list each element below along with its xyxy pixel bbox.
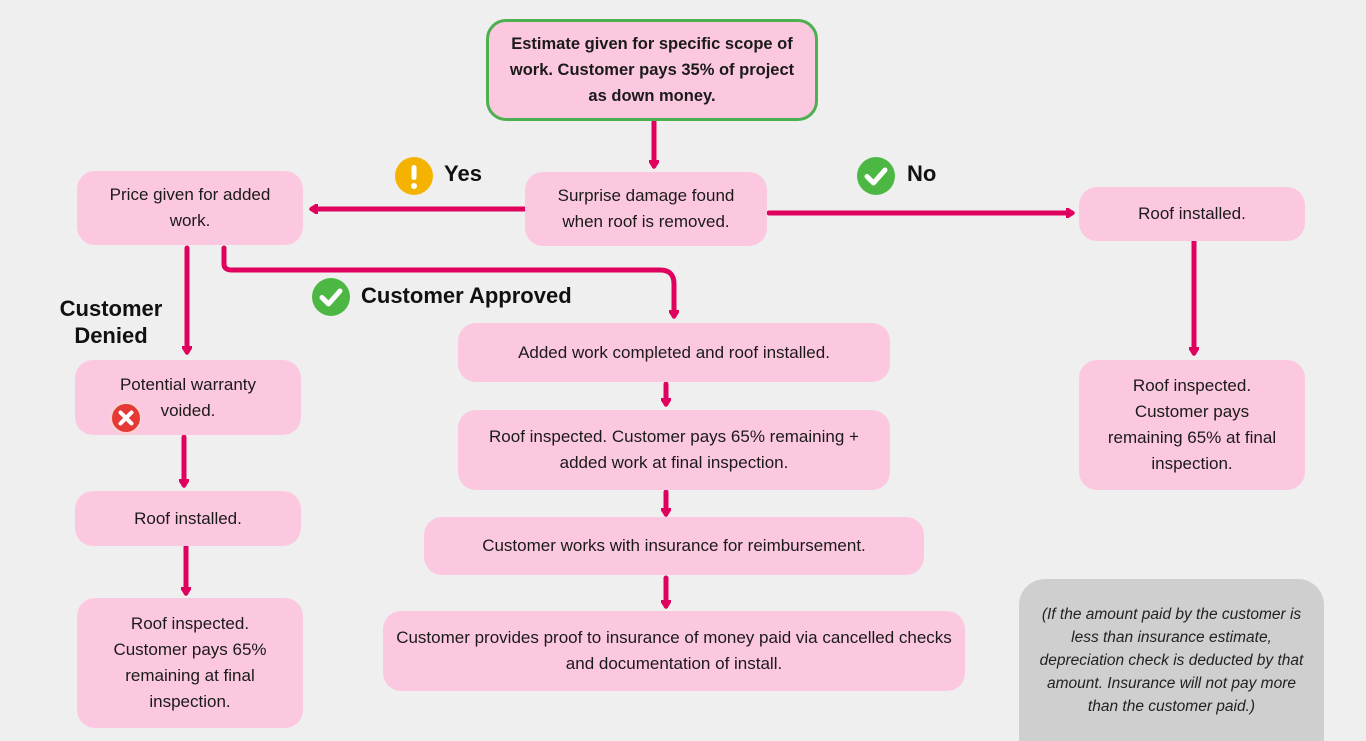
insurance-reimburse-text: Customer works with insurance for reimbu… [482, 536, 866, 555]
denied-x-icon [110, 402, 142, 434]
warranty-voided-text: Potential warranty voided. [119, 374, 257, 420]
roof-installed-left-node: Roof installed. [75, 491, 301, 546]
roof-installed-left-text: Roof installed. [134, 508, 242, 528]
no-check-icon [857, 157, 895, 195]
start-node-text: Estimate given for specific scope of wor… [509, 35, 795, 105]
no-label: No [907, 161, 937, 186]
proof-insurance-text: Customer provides proof to insurance of … [396, 628, 952, 673]
surprise-damage-text: Surprise damage found when roof is remov… [557, 186, 735, 231]
roof-installed-right-text: Roof installed. [1138, 204, 1246, 223]
inspected-right-text: Roof inspected. Customer pays remaining … [1107, 376, 1277, 473]
insurance-note: (If the amount paid by the customer is l… [1019, 579, 1324, 741]
inspected-middle-text: Roof inspected. Customer pays 65% remain… [489, 427, 859, 472]
inspected-right-node: Roof inspected. Customer pays remaining … [1079, 360, 1305, 490]
added-completed-node: Added work completed and roof installed. [458, 323, 890, 382]
inspected-middle-node: Roof inspected. Customer pays 65% remain… [458, 410, 890, 490]
customer-denied-label: Customer Denied [59, 296, 163, 348]
arrow-approved [221, 245, 674, 316]
added-completed-text: Added work completed and roof installed. [518, 342, 830, 362]
price-added-node: Price given for added work. [77, 171, 303, 245]
insurance-note-text: (If the amount paid by the customer is l… [1039, 605, 1304, 715]
surprise-damage-node: Surprise damage found when roof is remov… [525, 172, 767, 246]
warning-icon [395, 157, 433, 195]
customer-approved-label: Customer Approved [361, 283, 572, 308]
yes-label: Yes [444, 161, 482, 186]
start-node: Estimate given for specific scope of wor… [486, 19, 818, 121]
approved-check-icon [312, 278, 350, 316]
inspected-left-text: Roof inspected. Customer pays 65% remain… [113, 614, 267, 711]
proof-insurance-node: Customer provides proof to insurance of … [383, 611, 965, 691]
roof-installed-right-node: Roof installed. [1079, 187, 1305, 241]
inspected-left-node: Roof inspected. Customer pays 65% remain… [77, 598, 303, 728]
insurance-reimburse-node: Customer works with insurance for reimbu… [424, 517, 924, 575]
price-added-text: Price given for added work. [109, 185, 271, 230]
warranty-voided-node: Potential warranty voided. [75, 360, 301, 435]
